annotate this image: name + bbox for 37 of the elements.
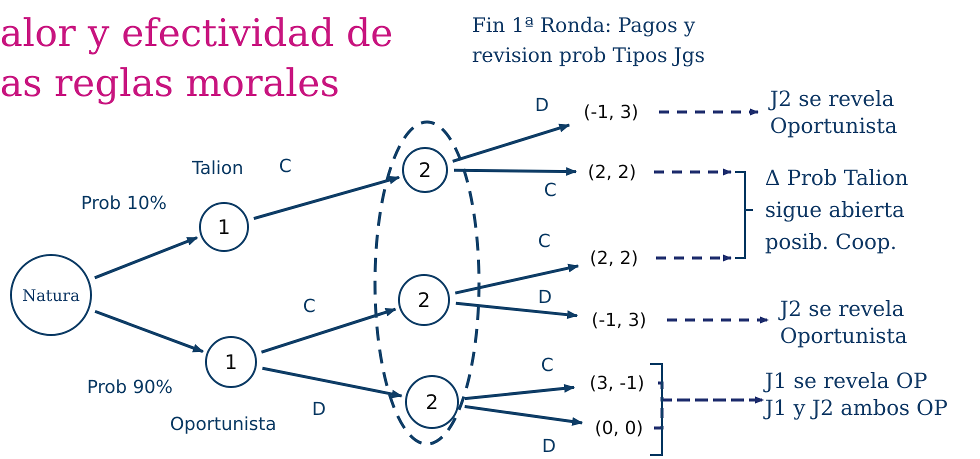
- arrow: [464, 384, 576, 400]
- outcome-note: J1 se revela OP J1 y J2 ambos OP: [765, 368, 980, 432]
- decision-node: 1: [205, 336, 257, 388]
- arrow: [456, 302, 578, 320]
- decision-node: Natura: [10, 254, 92, 336]
- outcome-note: Δ Prob Talion sigue abierta posib. Coop.: [735, 162, 940, 266]
- decision-node: 1: [199, 202, 249, 252]
- payoff: (-1, 3): [573, 98, 649, 126]
- dashed-arrow: [654, 168, 732, 176]
- dashed-arrow: [667, 316, 769, 324]
- player-type-label: Oportunista: [170, 414, 276, 436]
- outcome-note: J2 se revela Oportunista: [770, 86, 930, 146]
- dashed-arrow: [659, 108, 759, 116]
- arrow: [94, 310, 204, 353]
- dashed-arrow: [654, 396, 764, 430]
- decision-node: 2: [402, 147, 448, 193]
- payoff: (0, 0): [586, 414, 652, 442]
- information-set-ellipse: [373, 120, 481, 446]
- player-type-label: Talion: [192, 158, 244, 180]
- title: alor y efectividad de as reglas morales: [0, 10, 394, 107]
- arrow: [454, 167, 578, 176]
- arrow: [464, 405, 584, 426]
- arrow: [253, 176, 400, 220]
- payoff: (2, 2): [580, 158, 644, 186]
- payoff: (-1, 3): [581, 306, 657, 334]
- dashed-arrow: [656, 254, 732, 262]
- arrow: [261, 308, 396, 354]
- decision-node: 2: [405, 375, 459, 429]
- arrow: [262, 366, 403, 398]
- decision-node: 2: [398, 274, 450, 326]
- payoff: (2, 2): [582, 244, 646, 272]
- arrow: [94, 236, 198, 280]
- arrow: [452, 124, 570, 163]
- outcome-note: J2 se revela Oportunista: [780, 296, 940, 356]
- note-text: Fin 1ª Ronda: Pagos y revision prob Tipos Jgs: [472, 12, 706, 69]
- payoff: (3, -1): [578, 369, 656, 397]
- arrow: [454, 264, 580, 295]
